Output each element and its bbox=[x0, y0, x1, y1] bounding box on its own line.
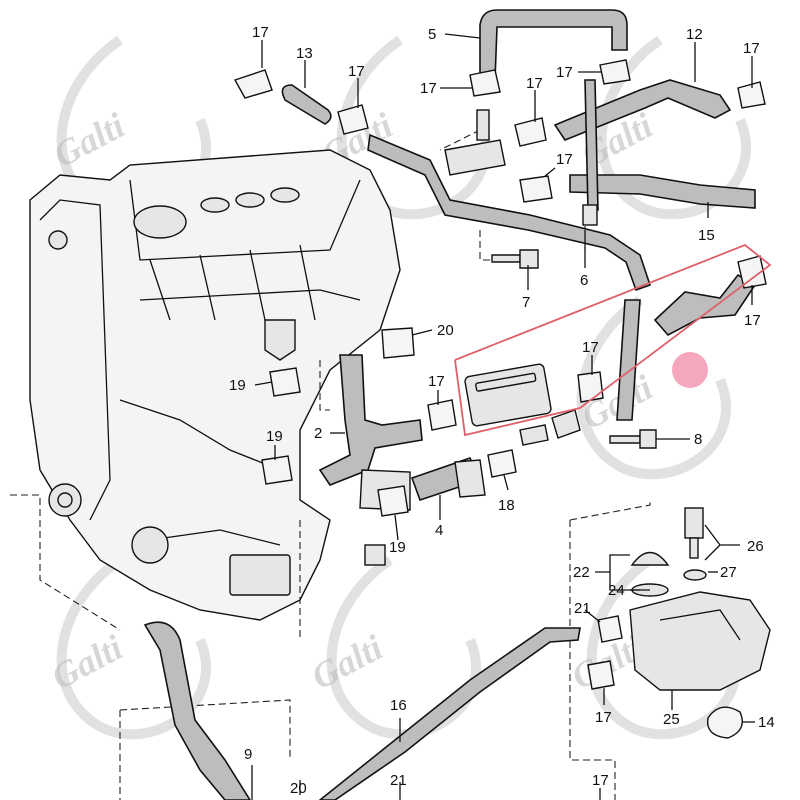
clip bbox=[514, 117, 547, 147]
dashed-guides bbox=[10, 129, 651, 800]
water-pump bbox=[131, 526, 169, 564]
clip bbox=[469, 69, 501, 97]
callout-12: 12 bbox=[686, 26, 703, 43]
clip bbox=[577, 371, 604, 403]
highlight-outline bbox=[454, 243, 772, 437]
watermark-text: Galti bbox=[305, 627, 389, 697]
callout-26: 26 bbox=[747, 538, 764, 555]
hose-13 bbox=[281, 84, 332, 125]
callout-14: 14 bbox=[758, 714, 775, 731]
callout-21: 21 bbox=[574, 600, 591, 617]
oil-filler-cap bbox=[133, 205, 187, 239]
sensor-26 bbox=[684, 507, 704, 539]
bolt-8 bbox=[609, 435, 641, 444]
callout-17: 17 bbox=[592, 772, 609, 789]
hose-pipe-upper bbox=[367, 133, 652, 292]
clip bbox=[269, 367, 301, 397]
watermark-text: Galti bbox=[45, 627, 129, 697]
clip bbox=[377, 485, 409, 517]
callout-19: 19 bbox=[266, 428, 283, 445]
callout-17: 17 bbox=[556, 151, 573, 168]
hose-16 bbox=[318, 627, 581, 800]
clip bbox=[487, 449, 517, 478]
callout-13: 13 bbox=[296, 45, 313, 62]
clip bbox=[737, 81, 766, 109]
watermark-text: Galti bbox=[47, 105, 131, 175]
clip bbox=[599, 59, 631, 85]
hose-clamp-14 bbox=[706, 706, 743, 739]
callout-19: 19 bbox=[389, 539, 406, 556]
callout-24: 24 bbox=[608, 582, 625, 599]
cap-22 bbox=[630, 551, 670, 566]
callout-labels: 17 13 17 5 17 17 17 12 17 17 15 6 7 17 2… bbox=[229, 24, 775, 797]
hose-clips bbox=[233, 59, 767, 690]
callout-22: 22 bbox=[573, 564, 590, 581]
callout-17: 17 bbox=[556, 64, 573, 81]
hose-6 bbox=[584, 79, 599, 211]
callout-25: 25 bbox=[663, 711, 680, 728]
hose-vertical bbox=[616, 299, 641, 421]
callout-15: 15 bbox=[698, 227, 715, 244]
clip bbox=[597, 615, 623, 643]
callout-19: 19 bbox=[229, 377, 246, 394]
callout-20: 20 bbox=[290, 780, 307, 797]
leader-lines bbox=[251, 33, 755, 800]
clip bbox=[737, 255, 767, 289]
callout-17: 17 bbox=[348, 63, 365, 80]
callout-17: 17 bbox=[744, 312, 761, 329]
clip bbox=[519, 175, 553, 203]
callout-6: 6 bbox=[580, 272, 588, 289]
callout-20: 20 bbox=[437, 322, 454, 339]
highlight-overlay bbox=[454, 243, 772, 437]
callout-21: 21 bbox=[390, 772, 407, 789]
washer-27 bbox=[683, 569, 707, 581]
callout-17: 17 bbox=[743, 40, 760, 57]
hose-2 bbox=[318, 354, 423, 486]
callout-16: 16 bbox=[390, 697, 407, 714]
callout-5: 5 bbox=[428, 26, 436, 43]
bolt-7 bbox=[491, 254, 521, 263]
callout-17: 17 bbox=[420, 80, 437, 97]
callout-2: 2 bbox=[314, 425, 322, 442]
callout-7: 7 bbox=[522, 294, 530, 311]
clip bbox=[233, 69, 273, 99]
hose-9 bbox=[143, 621, 251, 800]
hose-highlighted bbox=[653, 273, 757, 337]
expansion-tank-25 bbox=[629, 591, 771, 691]
hose-12 bbox=[553, 79, 732, 141]
clip bbox=[381, 327, 415, 359]
callout-17: 17 bbox=[252, 24, 269, 41]
callout-17: 17 bbox=[595, 709, 612, 726]
callout-17: 17 bbox=[526, 75, 543, 92]
engine-block bbox=[29, 149, 401, 621]
callout-4: 4 bbox=[435, 522, 443, 539]
t-connector bbox=[444, 139, 506, 176]
clip bbox=[261, 455, 293, 485]
hoses bbox=[143, 9, 757, 800]
callout-9: 9 bbox=[244, 746, 252, 763]
clip bbox=[337, 104, 369, 135]
highlight-marker bbox=[672, 352, 708, 388]
callout-27: 27 bbox=[720, 564, 737, 581]
callout-17: 17 bbox=[582, 339, 599, 356]
clip bbox=[587, 660, 615, 690]
callout-18: 18 bbox=[498, 497, 515, 514]
callout-8: 8 bbox=[694, 431, 702, 448]
callout-17: 17 bbox=[428, 373, 445, 390]
clip bbox=[427, 399, 457, 431]
